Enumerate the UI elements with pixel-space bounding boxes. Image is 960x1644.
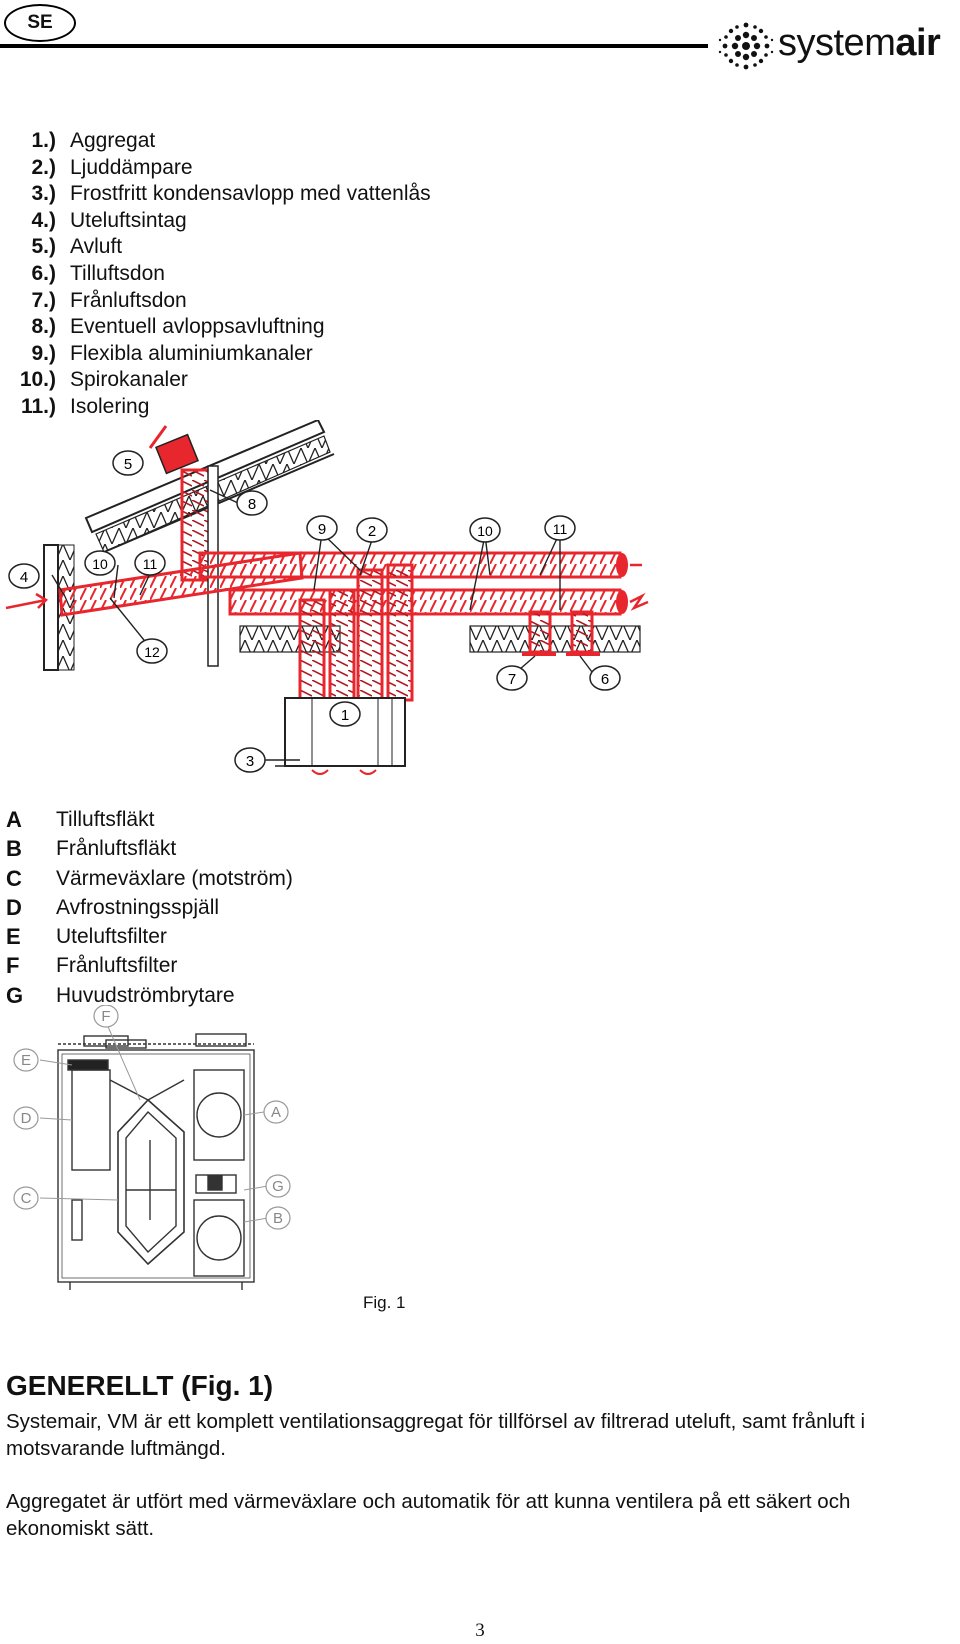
list-item: 3.)Frostfritt kondensavlopp med vattenlå… — [31, 182, 431, 206]
flexible-duct — [328, 588, 356, 702]
list-item: 9.)Flexibla aluminiumkanaler — [31, 341, 313, 365]
callout-8: 8 — [236, 490, 268, 516]
installation-diagram: 1 2 3 4 5 6 7 8 9 10 10 11 11 12 — [5, 420, 649, 775]
callout-F: F — [93, 1005, 119, 1028]
brand-wordmark: systemair — [778, 22, 941, 64]
list-item: 6.)Tilluftsdon — [31, 261, 165, 285]
callout-3: 3 — [234, 747, 266, 773]
flexible-duct — [356, 568, 384, 702]
ceiling-insulation — [469, 625, 641, 653]
exhaust-fan — [193, 1199, 245, 1277]
callout-11: 11 — [544, 515, 576, 541]
header-rule — [0, 44, 708, 48]
list-item: 7.)Frånluftsdon — [31, 288, 187, 312]
ventilation-unit — [275, 697, 406, 775]
brand-logo: systemair — [716, 20, 956, 72]
list-item: 5.)Avluft — [31, 235, 123, 259]
exhaust-drop — [570, 610, 594, 654]
flow-arrows — [5, 563, 649, 611]
callout-C: C — [13, 1186, 39, 1210]
svg-text:10: 10 — [477, 523, 493, 539]
callout-2: 2 — [356, 517, 388, 543]
installation-callouts: 1 2 3 4 5 6 7 8 9 10 10 11 11 12 — [8, 450, 621, 773]
svg-text:11: 11 — [553, 521, 568, 537]
list-item: 10.)Spirokanaler — [19, 368, 188, 392]
callout-6: 6 — [589, 665, 621, 691]
unit-casing — [57, 1049, 255, 1283]
leader-lines — [39, 1021, 269, 1223]
callout-G: G — [265, 1174, 291, 1198]
callout-5: 5 — [112, 450, 144, 476]
spiral-duct-lower — [228, 588, 622, 616]
callout-7: 7 — [496, 665, 528, 691]
callout-E: E — [13, 1048, 39, 1072]
supply-drop — [528, 610, 552, 654]
svg-text:B: B — [273, 1210, 283, 1227]
svg-text:D: D — [21, 1110, 32, 1127]
svg-text:10: 10 — [92, 556, 108, 572]
heat-exchanger — [117, 1098, 185, 1266]
list-item: 4.)Uteluftsintag — [31, 208, 187, 232]
svg-text:7: 7 — [508, 671, 516, 688]
svg-text:3: 3 — [246, 753, 254, 770]
svg-text:G: G — [272, 1178, 284, 1195]
callout-4: 4 — [8, 563, 40, 589]
callout-11-left: 11 — [134, 550, 166, 576]
callout-9: 9 — [306, 515, 338, 541]
svg-text:1: 1 — [341, 707, 349, 724]
list-item: 2.)Ljuddämpare — [31, 155, 193, 179]
svg-text:5: 5 — [124, 456, 132, 473]
systemair-dots-icon — [718, 22, 774, 70]
callout-12: 12 — [136, 638, 168, 664]
svg-text:4: 4 — [20, 569, 28, 586]
svg-text:A: A — [271, 1104, 281, 1121]
callout-B: B — [265, 1206, 291, 1230]
figure-label: Fig. 1 — [363, 1293, 406, 1312]
callout-1: 1 — [329, 701, 361, 727]
callout-D: D — [13, 1106, 39, 1130]
svg-text:8: 8 — [248, 496, 256, 513]
list-item: 11.)Isolering — [20, 394, 150, 418]
section-heading: GENERELLT (Fig. 1) — [6, 1370, 274, 1401]
callout-A: A — [263, 1100, 289, 1124]
list-item: 1.)Aggregat — [31, 129, 156, 152]
duct-end — [616, 590, 628, 614]
svg-text:C: C — [21, 1190, 32, 1207]
flexible-duct — [386, 563, 414, 702]
roof-hood — [148, 425, 199, 475]
svg-text:E: E — [21, 1052, 31, 1069]
svg-text:6: 6 — [601, 671, 609, 688]
paragraph: Aggregatet är utfört med värmeväxlare oc… — [6, 1490, 851, 1540]
svg-text:2: 2 — [368, 523, 376, 540]
svg-text:F: F — [101, 1008, 110, 1025]
language-badge: SE — [4, 4, 76, 42]
page-number: 3 — [475, 1620, 485, 1641]
outer-wall — [43, 544, 75, 671]
unit-diagram: F E D C A G B — [13, 1005, 291, 1290]
svg-text:12: 12 — [144, 644, 160, 660]
list-item: 8.)Eventuell avloppsavluftning — [31, 315, 325, 339]
paragraph: Systemair, VM är ett komplett ventilatio… — [6, 1410, 866, 1460]
flexible-duct — [298, 598, 326, 702]
callout-10: 10 — [469, 517, 501, 543]
svg-text:11: 11 — [143, 556, 158, 572]
callout-10-left: 10 — [84, 550, 116, 576]
duct-end — [616, 553, 628, 577]
component-list: 1.)Aggregat 2.)Ljuddämpare 3.)Frostfritt… — [14, 128, 431, 421]
supply-fan — [193, 1069, 245, 1161]
svg-text:9: 9 — [318, 521, 326, 538]
